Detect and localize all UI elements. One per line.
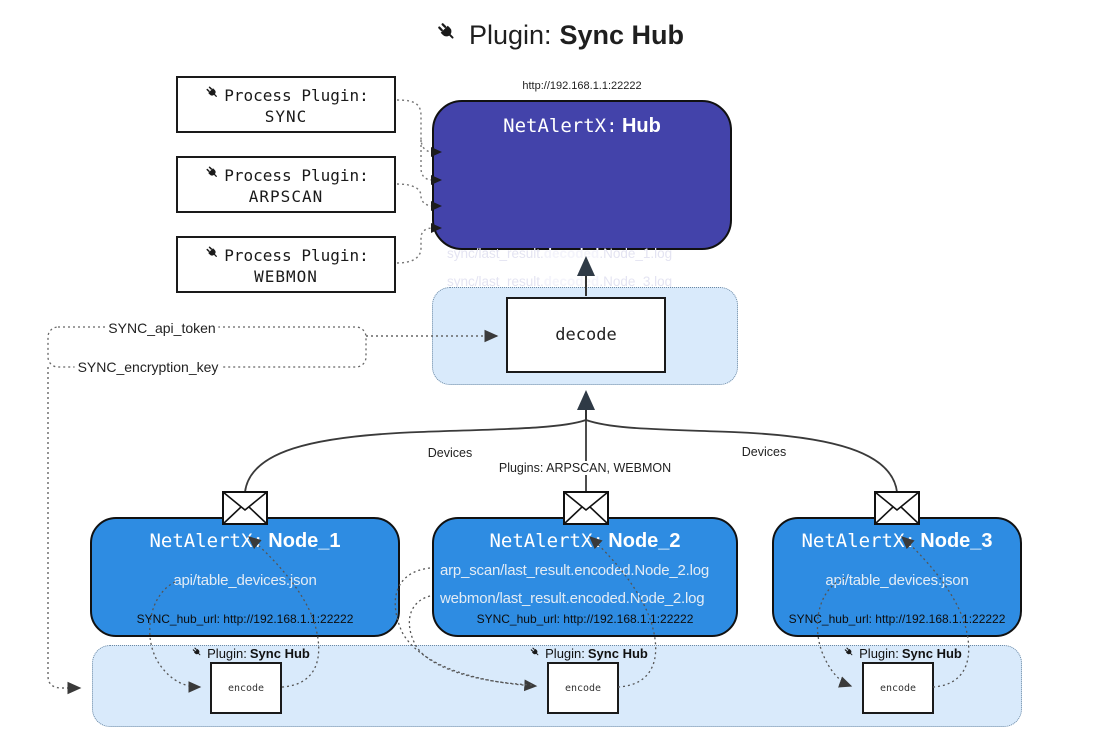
process-plugin-label: Process Plugin: xyxy=(224,85,369,105)
process-plugin-label: Process Plugin: xyxy=(224,165,369,185)
page-title: Plugin: Sync Hub xyxy=(0,18,1117,53)
node-hub-url: SYNC_hub_url: http://192.168.1.1:22222 xyxy=(136,612,354,626)
hub-log-line: sync/last_result.decoded.Node_1.log xyxy=(447,246,673,261)
node-3-box: NetAlertX: Node_3 api/table_devices.json… xyxy=(772,517,1022,637)
process-plugin-webmon: Process Plugin: WEBMON xyxy=(176,236,396,293)
hub-title-name: Hub xyxy=(621,115,661,137)
process-plugin-name: WEBMON xyxy=(254,267,318,286)
sync-encryption-key-label: SYNC_encryption_key xyxy=(74,359,222,375)
node-hub-url: SYNC_hub_url: http://192.168.1.1:22222 xyxy=(476,612,694,626)
edge-node1-devices xyxy=(244,419,587,493)
edge-secrets-to-encode-panel xyxy=(47,367,82,695)
node-2-box: NetAlertX: Node_2 arp_scan/last_result.e… xyxy=(432,517,738,637)
encode-box: encode xyxy=(862,662,934,714)
hub-url: http://192.168.1.1:22222 xyxy=(522,80,642,92)
hub-title: NetAlertX: Hub xyxy=(434,115,730,138)
node-title: NetAlertX: Node_3 xyxy=(801,530,993,552)
node-file: arp_scan/last_result.encoded.Node_2.log xyxy=(440,562,710,579)
encode-plugin-label: Plugin: Sync Hub xyxy=(842,645,962,662)
node-file: webmon/last_result.encoded.Node_2.log xyxy=(440,590,705,607)
encode-plugin-label: Plugin: Sync Hub xyxy=(190,645,310,662)
process-plugin-sync: Process Plugin: SYNC xyxy=(176,76,396,133)
hub-box: NetAlertX: Hub sync/last_result.decoded.… xyxy=(432,100,732,337)
plug-icon xyxy=(528,645,542,662)
decode-box: decode xyxy=(506,297,666,373)
process-plugin-label: Process Plugin: xyxy=(224,245,369,265)
edge-sync-to-hub xyxy=(396,99,434,264)
plug-icon xyxy=(842,645,856,662)
sync-api-token-label: SYNC_api_token xyxy=(105,320,219,336)
edge-label-devices-left: Devices xyxy=(423,446,477,460)
title-name: Sync Hub xyxy=(559,20,685,50)
node-title: NetAlertX: Node_1 xyxy=(149,530,341,552)
process-plugin-name: ARPSCAN xyxy=(248,187,324,206)
node-1-box: NetAlertX: Node_1 api/table_devices.json… xyxy=(90,517,400,637)
node-title: NetAlertX: Node_2 xyxy=(489,530,681,552)
encode-box: encode xyxy=(210,662,282,714)
title-prefix: Plugin: xyxy=(468,20,552,50)
plug-icon xyxy=(433,18,461,53)
process-plugin-name: SYNC xyxy=(264,107,308,126)
plug-icon xyxy=(203,83,222,107)
plug-icon xyxy=(203,163,222,187)
plug-icon xyxy=(190,645,204,662)
process-plugin-arpscan: Process Plugin: ARPSCAN xyxy=(176,156,396,213)
hub-title-prefix: NetAlertX: xyxy=(503,115,618,137)
encode-plugin-label: Plugin: Sync Hub xyxy=(528,645,648,662)
node-file: api/table_devices.json xyxy=(173,572,317,589)
node-file: api/table_devices.json xyxy=(825,572,969,589)
node-hub-url: SYNC_hub_url: http://192.168.1.1:22222 xyxy=(788,612,1006,626)
encode-box: encode xyxy=(547,662,619,714)
edge-label-plugins: Plugins: ARPSCAN, WEBMON xyxy=(494,461,676,475)
plug-icon xyxy=(203,243,222,267)
edge-label-devices-right: Devices xyxy=(737,445,791,459)
